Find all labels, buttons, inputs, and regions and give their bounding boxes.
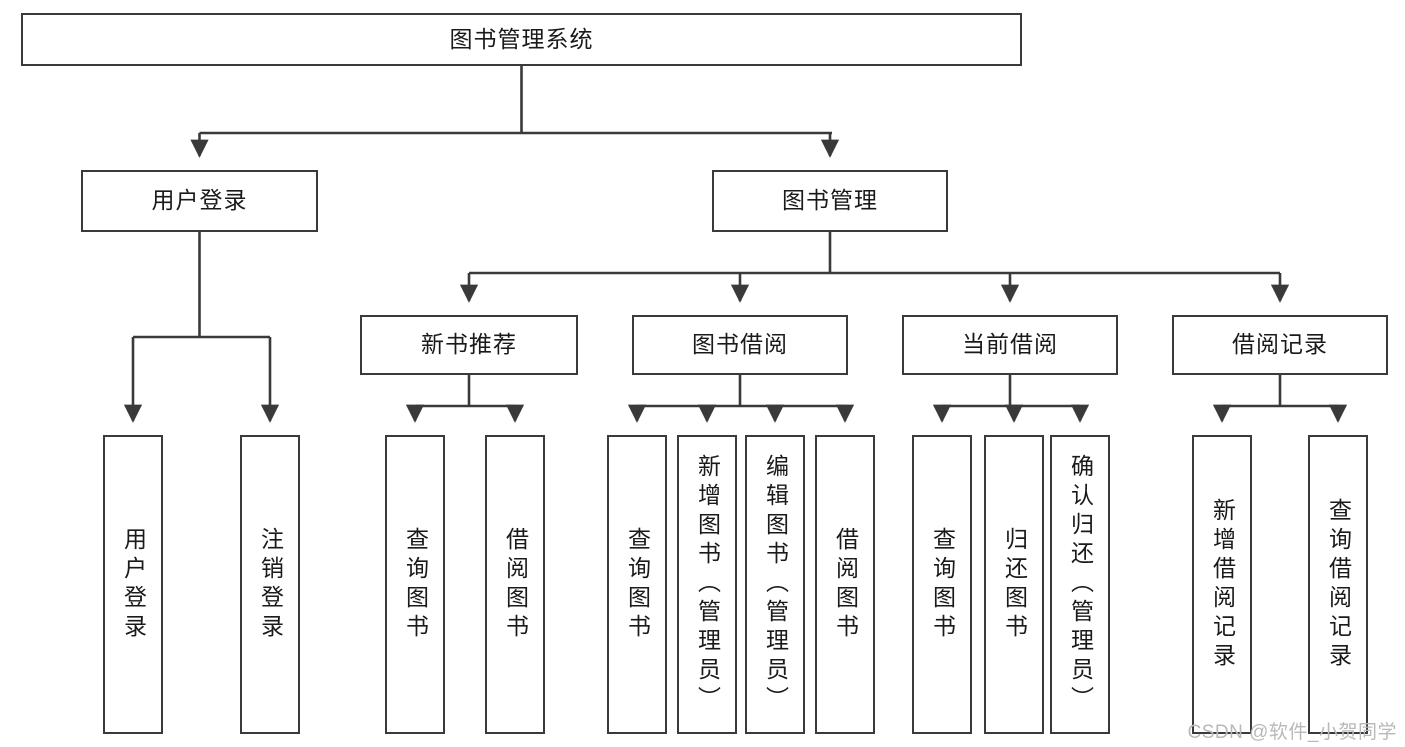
leaf-query-book-b-label: 查询图书 <box>624 526 651 643</box>
leaf-edit-book[interactable]: 编辑图书（管理员） <box>745 435 805 734</box>
leaf-return-book-label: 归还图书 <box>1001 526 1028 643</box>
node-current-borrow-label: 当前借阅 <box>962 331 1058 358</box>
node-current-borrow[interactable]: 当前借阅 <box>902 315 1118 375</box>
node-user-login-label: 用户登录 <box>151 187 248 214</box>
leaf-add-book[interactable]: 新增图书（管理员） <box>677 435 737 734</box>
node-book-borrow-label: 图书借阅 <box>692 331 788 358</box>
leaf-borrow-book-b[interactable]: 借阅图书 <box>815 435 875 734</box>
leaf-borrow-book-b-label: 借阅图书 <box>832 526 859 643</box>
node-new-book-rec-label: 新书推荐 <box>421 331 517 358</box>
leaf-query-record-label: 查询借阅记录 <box>1325 497 1352 672</box>
leaf-edit-book-label: 编辑图书（管理员） <box>762 454 789 715</box>
leaf-query-book-rec[interactable]: 查询图书 <box>385 435 445 734</box>
leaf-query-book-rec-label: 查询图书 <box>402 526 429 643</box>
leaf-add-book-label: 新增图书（管理员） <box>694 454 721 715</box>
node-borrow-record-label: 借阅记录 <box>1232 331 1328 358</box>
leaf-add-record[interactable]: 新增借阅记录 <box>1192 435 1252 734</box>
leaf-query-book-c[interactable]: 查询图书 <box>912 435 972 734</box>
leaf-logout[interactable]: 注销登录 <box>240 435 300 734</box>
leaf-borrow-book-rec[interactable]: 借阅图书 <box>485 435 545 734</box>
leaf-return-book[interactable]: 归还图书 <box>984 435 1044 734</box>
node-user-login[interactable]: 用户登录 <box>81 170 318 232</box>
leaf-add-record-label: 新增借阅记录 <box>1209 497 1236 672</box>
node-root[interactable]: 图书管理系统 <box>21 13 1022 66</box>
leaf-borrow-book-rec-label: 借阅图书 <box>502 526 529 643</box>
node-new-book-rec[interactable]: 新书推荐 <box>360 315 578 375</box>
leaf-query-book-b[interactable]: 查询图书 <box>607 435 667 734</box>
leaf-user-login-label: 用户登录 <box>120 526 147 643</box>
leaf-confirm-return-label: 确认归还（管理员） <box>1067 454 1094 715</box>
leaf-logout-label: 注销登录 <box>257 526 284 643</box>
node-book-borrow[interactable]: 图书借阅 <box>632 315 848 375</box>
leaf-query-book-c-label: 查询图书 <box>929 526 956 643</box>
node-book-manage[interactable]: 图书管理 <box>712 170 948 232</box>
node-root-label: 图书管理系统 <box>449 25 594 52</box>
leaf-user-login[interactable]: 用户登录 <box>103 435 163 734</box>
node-borrow-record[interactable]: 借阅记录 <box>1172 315 1388 375</box>
csdn-watermark: CSDN @软件_小贺同学 <box>1187 722 1397 743</box>
leaf-confirm-return[interactable]: 确认归还（管理员） <box>1050 435 1110 734</box>
leaf-query-record[interactable]: 查询借阅记录 <box>1308 435 1368 734</box>
node-book-manage-label: 图书管理 <box>782 187 878 214</box>
